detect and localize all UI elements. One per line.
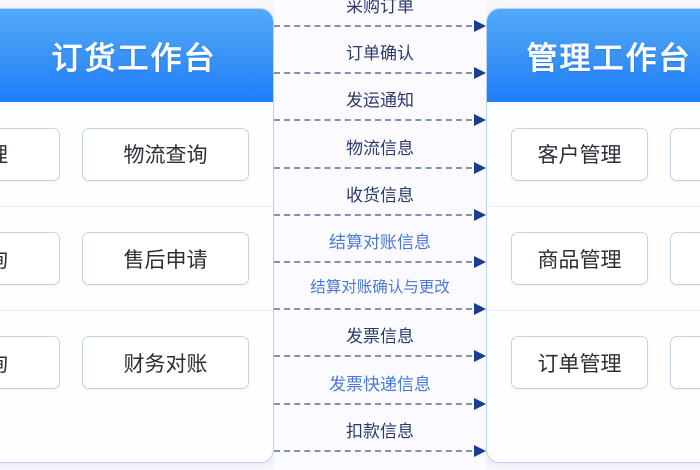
panel-body-right: 客户管理 合 商品管理 账 订单管理 发 [487, 102, 700, 462]
flow-arrow-line [274, 449, 472, 452]
flow-arrow-head-icon [474, 256, 486, 268]
flow-arrow-right-icon [274, 114, 486, 127]
flow-arrow-right-icon [274, 350, 486, 363]
flow-arrow-head-icon [474, 161, 486, 174]
flow-step-label: 发票信息 [346, 327, 414, 347]
card-right-r3c2[interactable]: 发 [670, 336, 700, 389]
flow-step: 采购订单 [274, 0, 486, 38]
flow-arrow-head-icon [474, 350, 486, 363]
flow-arrow-right-icon [274, 208, 486, 221]
flow-arrow-right-icon [274, 397, 486, 410]
flow-step: 订单确认 [274, 38, 486, 85]
flow-arrow-head-icon [474, 397, 486, 410]
flow-arrow-line [274, 261, 472, 263]
flow-step-label: 订单确认 [346, 44, 414, 64]
panel-management-workbench: 管理工作台 客户管理 合 商品管理 账 订单管理 发 [486, 8, 700, 463]
card-row: 客户管理 合 [487, 102, 700, 206]
flow-step-label: 发票快递信息 [329, 374, 431, 394]
panel-title-right: 管理工作台 [526, 41, 692, 76]
card-row: 订单管理 发 [487, 310, 700, 414]
flow-step: 发票信息 [274, 321, 486, 368]
flow-arrow-head-icon [474, 208, 486, 221]
card-left-r3c2[interactable]: 财务对账 [82, 336, 249, 389]
flow-step: 结算对账确认与更改 [274, 274, 486, 321]
flow-arrow-line [274, 25, 472, 27]
card-left-r3c1[interactable]: 额查询 [0, 336, 60, 389]
flow-arrow-line [274, 355, 472, 358]
panel-body-left: 息管理 物流查询 单查询 售后申请 额查询 财务对账 [0, 102, 273, 462]
flow-step-label: 采购订单 [346, 0, 414, 16]
flow-step: 发票快递信息 [274, 369, 486, 416]
panel-title-left: 订货工作台 [51, 41, 217, 76]
flow-arrow-right-icon [274, 67, 486, 80]
flow-step-label: 结算对账确认与更改 [310, 279, 450, 297]
card-right-r1c1[interactable]: 客户管理 [511, 127, 648, 181]
flow-step-label: 物流信息 [346, 138, 414, 158]
card-row: 额查询 财务对账 [0, 310, 273, 414]
card-left-r2c1[interactable]: 单查询 [0, 232, 60, 285]
flow-arrow-line [274, 166, 472, 169]
card-left-r1c1[interactable]: 息管理 [0, 127, 60, 181]
flow-arrow-line [274, 119, 472, 122]
flow-step-label: 发运通知 [346, 91, 414, 111]
panel-order-workbench: 订货工作台 息管理 物流查询 单查询 售后申请 额查询 财务对账 [0, 8, 274, 463]
flow-arrow-right-icon [274, 256, 486, 268]
flow-arrow-right-icon [274, 303, 486, 316]
flow-arrow-right-icon [274, 161, 486, 174]
card-row: 单查询 售后申请 [0, 206, 273, 310]
card-left-r2c2[interactable]: 售后申请 [82, 232, 249, 285]
panel-header-left: 订货工作台 [0, 9, 273, 102]
flow-step: 发运通知 [274, 85, 486, 132]
card-row: 息管理 物流查询 [0, 102, 273, 206]
flow-step-label: 扣款信息 [346, 421, 414, 441]
flow-arrow-line [274, 72, 472, 75]
card-right-r3c1[interactable]: 订单管理 [511, 336, 648, 389]
card-right-r2c1[interactable]: 商品管理 [511, 232, 648, 285]
flow-step: 物流信息 [274, 133, 486, 180]
card-right-r1c2[interactable]: 合 [670, 127, 700, 181]
card-left-r1c2[interactable]: 物流查询 [82, 127, 249, 181]
flow-step: 扣款信息 [274, 416, 486, 463]
flow-step: 结算对账信息 [274, 227, 486, 274]
card-row: 商品管理 账 [487, 206, 700, 310]
flow-arrow-right-icon [274, 444, 486, 457]
flow-arrow-head-icon [474, 114, 486, 127]
flow-arrow-right-icon [274, 20, 486, 32]
flow-arrow-line [274, 213, 472, 216]
flow-arrow-head-icon [474, 67, 486, 80]
flow-arrow-line [274, 402, 472, 405]
card-right-r2c2[interactable]: 账 [670, 232, 700, 285]
flow-arrow-line [274, 308, 472, 311]
flow-step-label: 收货信息 [346, 185, 414, 205]
flow-arrow-head-icon [474, 303, 486, 316]
flow-step-label: 结算对账信息 [329, 233, 431, 252]
flow-arrow-head-icon [474, 20, 486, 32]
panel-header-right: 管理工作台 [487, 9, 700, 102]
flow-column: 采购订单订单确认发运通知物流信息收货信息结算对账信息结算对账确认与更改发票信息发… [274, 0, 486, 470]
flow-arrow-head-icon [474, 444, 486, 457]
flow-step: 收货信息 [274, 180, 486, 227]
